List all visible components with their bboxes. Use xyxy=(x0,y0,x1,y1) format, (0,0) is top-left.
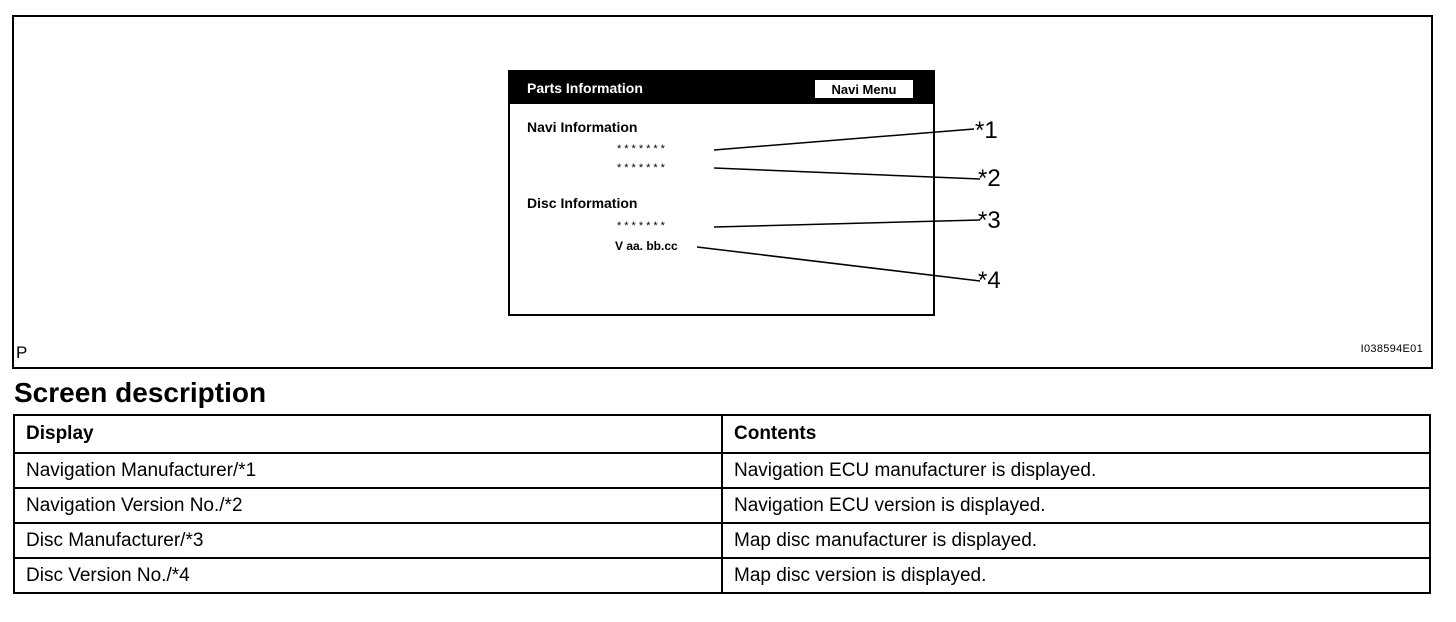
contents-cell: Map disc version is displayed. xyxy=(721,557,1431,594)
table-row: Disc Version No./*4 Map disc version is … xyxy=(13,557,1431,594)
display-cell: Disc Version No./*4 xyxy=(13,557,723,594)
contents-cell: Navigation ECU manufacturer is displayed… xyxy=(721,452,1431,489)
table-header-row: Display Contents xyxy=(13,414,1431,454)
column-header-contents: Contents xyxy=(721,414,1431,454)
contents-cell: Navigation ECU version is displayed. xyxy=(721,487,1431,524)
navi-manufacturer-value: ******* xyxy=(617,143,668,155)
table-row: Disc Manufacturer/*3 Map disc manufactur… xyxy=(13,522,1431,559)
disc-manufacturer-value: ******* xyxy=(617,220,668,232)
figure-code: I038594E01 xyxy=(1360,343,1423,355)
display-cell: Navigation Version No./*2 xyxy=(13,487,723,524)
figure-corner-letter: P xyxy=(16,343,28,362)
disc-version-value: V aa. bb.cc xyxy=(615,239,678,253)
table-row: Navigation Version No./*2 Navigation ECU… xyxy=(13,487,1431,524)
navi-menu-button[interactable]: Navi Menu xyxy=(814,79,914,99)
display-cell: Navigation Manufacturer/*1 xyxy=(13,452,723,489)
disc-information-label: Disc Information xyxy=(527,195,638,211)
column-header-display: Display xyxy=(13,414,723,454)
screen-description-table: Display Contents Navigation Manufacturer… xyxy=(13,414,1431,594)
contents-cell: Map disc manufacturer is displayed. xyxy=(721,522,1431,559)
screen-illustration: Parts Information Navi Menu Navi Informa… xyxy=(12,15,1433,369)
callout-4: *4 xyxy=(978,267,1001,294)
callout-2: *2 xyxy=(978,165,1001,192)
navi-information-label: Navi Information xyxy=(527,119,638,135)
screen-header-bar: Parts Information Navi Menu xyxy=(510,72,933,104)
screen-title: Parts Information xyxy=(527,80,643,96)
callout-1: *1 xyxy=(975,117,998,144)
callout-3: *3 xyxy=(978,207,1001,234)
display-cell: Disc Manufacturer/*3 xyxy=(13,522,723,559)
table-row: Navigation Manufacturer/*1 Navigation EC… xyxy=(13,452,1431,489)
section-heading: Screen description xyxy=(14,377,267,408)
parts-information-screen: Parts Information Navi Menu Navi Informa… xyxy=(508,70,935,316)
navi-version-value: ******* xyxy=(617,162,668,174)
